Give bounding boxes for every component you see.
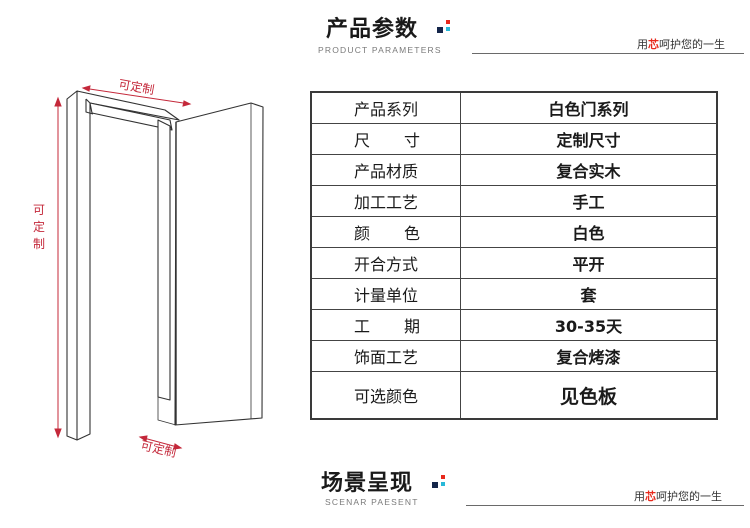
table-row: 计量单位 套 (310, 278, 718, 310)
parameters-table: 产品系列 白色门系列 尺寸 定制尺寸 产品材质 复合实木 加工工艺 手工 颜色 … (310, 91, 718, 420)
header-divider (472, 53, 744, 54)
slogan-highlight: 芯 (645, 490, 656, 503)
param-value: 30-35天 (460, 309, 718, 341)
scene-title: 场景呈现 (321, 471, 414, 496)
height-dimension-char: 定 (33, 219, 45, 234)
table-row: 产品材质 复合实木 (310, 154, 718, 186)
param-label: 加工工艺 (310, 185, 461, 217)
door-panel (174, 102, 264, 426)
door-diagram: 可定制 可 定 制 可定制 (33, 76, 264, 460)
height-dimension-char: 可 (33, 203, 45, 217)
param-label: 颜色 (310, 216, 461, 248)
slogan-text: 用 (634, 490, 645, 503)
slogan-text: 呵护您的一生 (656, 490, 722, 503)
door-frame-top (76, 90, 180, 121)
table-row: 颜色 白色 (310, 216, 718, 248)
param-value: 手工 (460, 185, 718, 217)
param-label: 计量单位 (310, 278, 461, 310)
params-title: 产品参数 (326, 17, 419, 42)
param-label: 产品材质 (310, 154, 461, 186)
param-value: 复合烤漆 (460, 340, 718, 372)
param-value: 定制尺寸 (460, 123, 718, 155)
square-icon (441, 482, 445, 486)
param-value: 见色板 (460, 371, 718, 420)
table-row: 尺寸 定制尺寸 (310, 123, 718, 155)
slogan-text: 用 (637, 38, 648, 51)
param-value: 复合实木 (460, 154, 718, 186)
param-label: 开合方式 (310, 247, 461, 279)
param-value: 白色 (460, 216, 718, 248)
square-icon (446, 20, 450, 24)
param-label: 可选颜色 (310, 371, 461, 420)
param-label-part: 工 (354, 317, 371, 336)
param-label-part: 颜 (354, 224, 371, 243)
slogan-text: 呵护您的一生 (659, 38, 725, 51)
depth-dimension-label: 可定制 (139, 437, 177, 460)
header-slogan: 用芯呵护您的一生 (637, 36, 725, 52)
door-frame-right (157, 119, 171, 401)
params-header: 产品参数 PRODUCT PARAMETERS 用芯呵护您的一生 (0, 0, 750, 60)
table-row: 工期 30-35天 (310, 309, 718, 341)
height-dimension-char: 制 (33, 237, 45, 251)
scene-header: 场景呈现 SCENAR PAESENT 用芯呵护您的一生 (0, 462, 750, 522)
square-icon (446, 27, 450, 31)
square-icon (437, 27, 443, 33)
table-row: 产品系列 白色门系列 (310, 91, 718, 124)
table-row: 加工工艺 手工 (310, 185, 718, 217)
param-label-part: 期 (403, 317, 420, 336)
param-value: 套 (460, 278, 718, 310)
param-value: 平开 (460, 247, 718, 279)
params-subtitle: PRODUCT PARAMETERS (318, 45, 442, 55)
table-row: 开合方式 平开 (310, 247, 718, 279)
param-label: 尺寸 (310, 123, 461, 155)
footer-divider (466, 505, 744, 506)
footer-slogan: 用芯呵护您的一生 (634, 488, 722, 504)
width-dimension-label: 可定制 (117, 76, 155, 97)
door-frame-left (66, 90, 91, 441)
square-icon (432, 482, 438, 488)
table-row: 可选颜色 见色板 (310, 371, 718, 420)
square-icon (441, 475, 445, 479)
param-label: 饰面工艺 (310, 340, 461, 372)
param-label-part: 寸 (403, 131, 420, 150)
scene-subtitle: SCENAR PAESENT (325, 497, 419, 507)
table-row: 饰面工艺 复合烤漆 (310, 340, 718, 372)
param-label: 产品系列 (310, 91, 461, 124)
param-label-part: 尺 (354, 131, 371, 150)
param-label-part: 色 (403, 224, 420, 243)
param-label: 工期 (310, 309, 461, 341)
param-value: 白色门系列 (460, 91, 718, 124)
slogan-highlight: 芯 (648, 38, 659, 51)
